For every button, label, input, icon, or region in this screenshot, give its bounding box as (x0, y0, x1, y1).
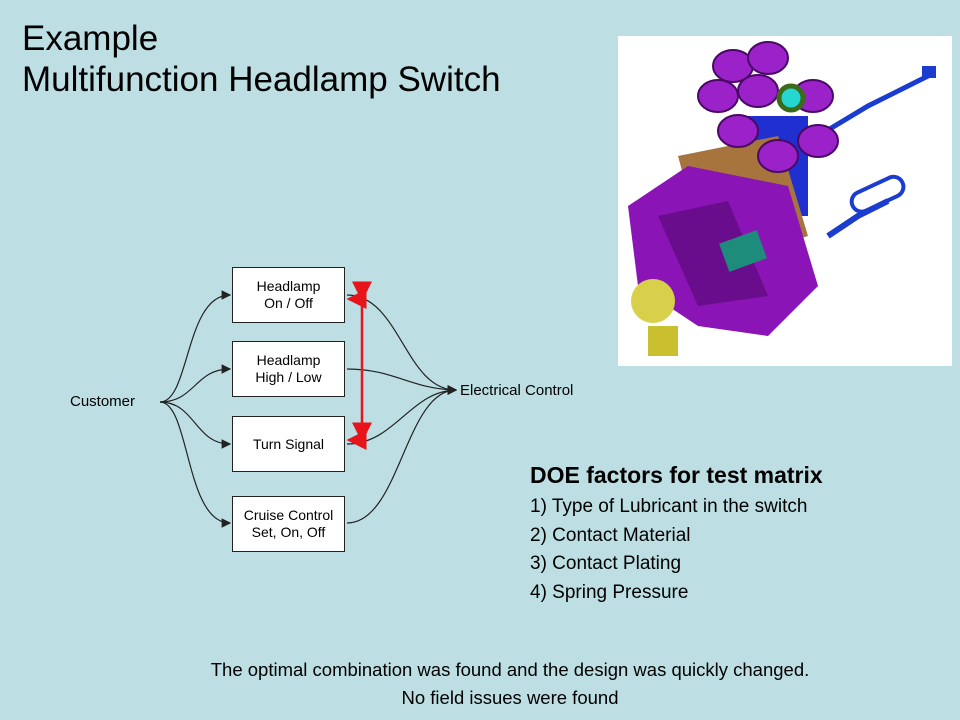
headlamp-switch-image (618, 36, 952, 366)
title-line-2: Multifunction Headlamp Switch (22, 60, 501, 99)
function-box-label: Turn Signal (252, 435, 325, 452)
function-box-turn-signal: Turn Signal (232, 416, 345, 472)
function-box-headlamp-on-off: Headlamp On / Off (232, 267, 345, 323)
doe-factors-block: DOE factors for test matrix 1) Type of L… (530, 462, 823, 607)
function-box-sublabel: Set, On, Off (251, 524, 326, 540)
function-diagram: Customer Electrical Control Headlamp On … (60, 255, 620, 575)
conclusion-text: The optimal combination was found and th… (60, 656, 960, 712)
function-box-label: Headlamp (256, 278, 321, 294)
conclusion-line-1: The optimal combination was found and th… (210, 659, 810, 680)
function-box-sublabel: High / Low (255, 369, 322, 385)
function-box-headlamp-high-low: Headlamp High / Low (232, 341, 345, 397)
electrical-control-label: Electrical Control (460, 382, 574, 399)
headlamp-switch-cad-render-icon (628, 41, 936, 356)
function-diagram-connectors (159, 281, 458, 528)
doe-heading: DOE factors for test matrix (530, 462, 823, 488)
doe-factor-item: 2) Contact Material (530, 524, 691, 546)
doe-factor-item: 4) Spring Pressure (530, 581, 689, 603)
title-line-1: Example (22, 19, 159, 58)
doe-factor-item: 3) Contact Plating (530, 553, 682, 574)
doe-factor-item: 1) Type of Lubricant in the switch (530, 496, 808, 517)
slide-title: Example Multifunction Headlamp Switch (22, 18, 501, 100)
function-box-sublabel: On / Off (264, 295, 313, 311)
customer-label: Customer (70, 393, 136, 410)
conclusion-line-2: No field issues were found (401, 687, 619, 708)
function-box-label: Headlamp (256, 352, 321, 368)
function-box-cruise-control: Cruise Control Set, On, Off (232, 496, 345, 552)
function-box-label: Cruise Control (243, 507, 334, 523)
